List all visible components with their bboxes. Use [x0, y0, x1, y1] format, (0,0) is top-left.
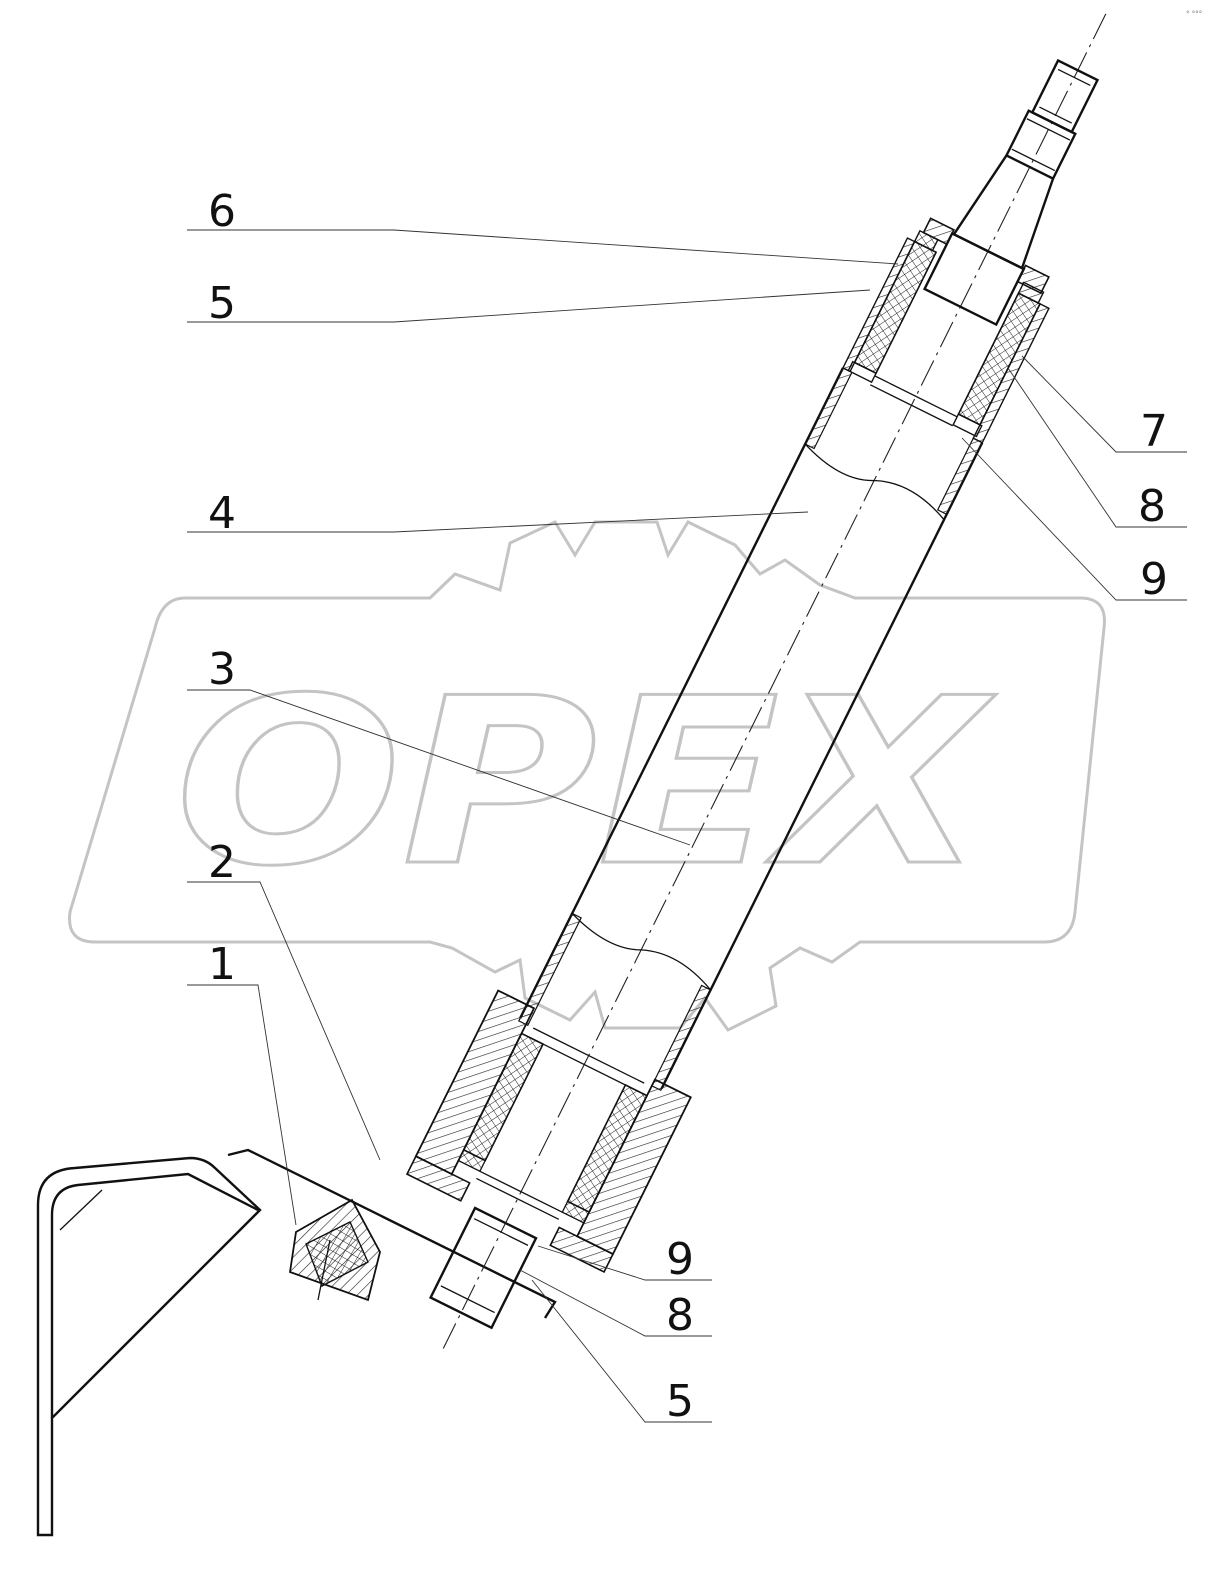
callout-6: 6	[208, 186, 236, 237]
callout-1: 1	[208, 939, 236, 990]
mounting-bracket	[36, 1148, 557, 1537]
callout-9-right: 9	[1140, 554, 1168, 605]
callout-8-right: 8	[1138, 481, 1166, 532]
callout-labels: 6 5 4 3 2 1 7 8 9 9 8 5	[208, 186, 1168, 1427]
opex-watermark: OPEX	[68, 520, 1106, 1032]
corner-mark: ° °°°	[1186, 10, 1202, 18]
watermark-text: OPEX	[175, 650, 996, 917]
callout-9-lower: 9	[666, 1234, 694, 1285]
callout-8-lower: 8	[666, 1290, 694, 1341]
watermark-gear-outline	[68, 520, 1106, 1032]
callout-3: 3	[208, 644, 236, 695]
callout-4: 4	[208, 488, 236, 539]
callout-7: 7	[1140, 406, 1168, 457]
clamp-bolt	[289, 1198, 381, 1302]
callout-5-lower: 5	[666, 1376, 694, 1427]
leader-lines	[187, 229, 1187, 1423]
callout-2: 2	[208, 837, 236, 888]
callout-5-upper: 5	[208, 278, 236, 329]
column-assembly	[405, 13, 1107, 1354]
centre-axis	[440, 13, 1107, 1354]
